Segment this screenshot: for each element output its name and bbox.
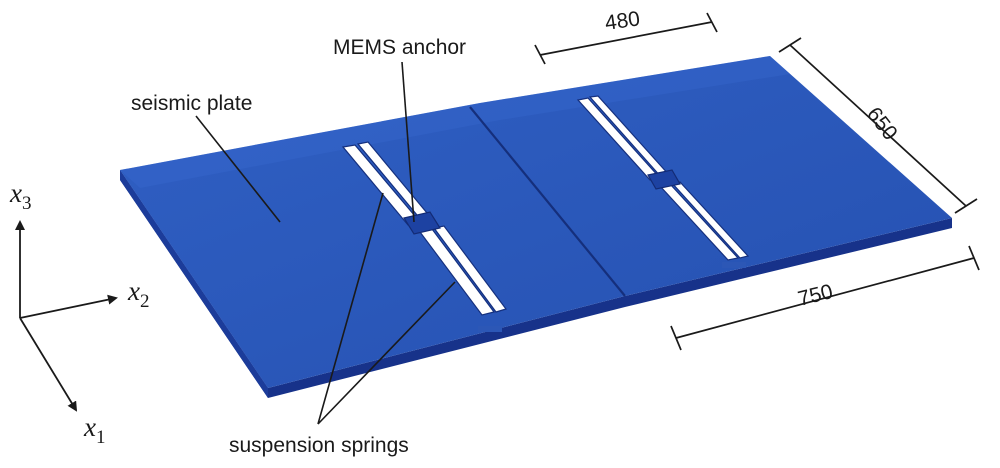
spring-leader-left <box>317 192 384 425</box>
axis-x1-arrow <box>19 317 78 412</box>
plate-assembly <box>120 56 952 398</box>
right-spring-slots <box>576 95 750 261</box>
mems-anchor-leader <box>401 61 415 223</box>
seismic-plate-top <box>120 56 952 388</box>
axis-x3-label: x3 <box>9 178 31 214</box>
mems-anchor-label: MEMS anchor <box>333 36 466 59</box>
suspension-springs-label: suspension springs <box>229 434 409 457</box>
coordinate-axes: x3 x2 x1 <box>9 178 149 448</box>
seismic-plate-leader <box>195 115 281 223</box>
dimension-480: 480 <box>534 7 718 65</box>
dim-480-label: 480 <box>603 7 641 35</box>
dim-650-label: 650 <box>862 103 902 145</box>
seismic-plate-label: seismic plate <box>131 92 252 115</box>
spring-leader-right <box>317 281 456 425</box>
plate-left-edge <box>120 170 268 398</box>
dim-750-label: 750 <box>796 280 836 311</box>
plate-seam <box>469 106 626 297</box>
axis-x2-arrow <box>19 294 118 319</box>
edge-tabs <box>478 262 746 332</box>
axis-x2-label: x2 <box>127 276 149 312</box>
left-spring-slots <box>341 141 507 316</box>
axis-x1-label: x1 <box>83 412 105 448</box>
plate-highlight <box>120 56 790 188</box>
